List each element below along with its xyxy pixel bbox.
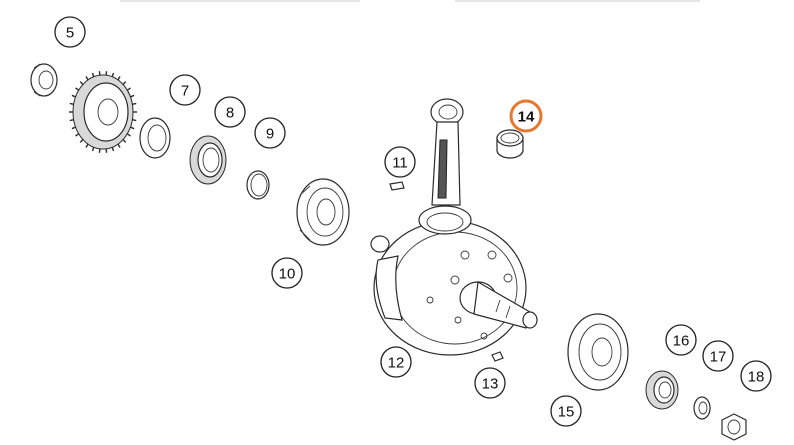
callout-label: 16 xyxy=(673,333,690,350)
callout-ring xyxy=(380,346,412,378)
callout-14[interactable]: 14 xyxy=(509,99,543,133)
part-13-key[interactable] xyxy=(491,351,504,362)
callout-ring xyxy=(509,99,543,133)
callout-13[interactable]: 13 xyxy=(474,367,506,399)
callout-label: 15 xyxy=(558,404,575,421)
callout-18[interactable]: 18 xyxy=(740,360,772,392)
callout-17[interactable]: 17 xyxy=(702,340,734,372)
callout-label: 8 xyxy=(226,105,234,122)
callout-ring xyxy=(254,117,286,149)
callout-15[interactable]: 15 xyxy=(550,395,582,427)
part-17-washer[interactable] xyxy=(693,396,711,420)
callout-label: 12 xyxy=(388,355,405,372)
callout-9[interactable]: 9 xyxy=(254,117,286,149)
part-14-bushing[interactable] xyxy=(496,129,524,159)
callout-ring xyxy=(702,340,734,372)
part-8-seal[interactable] xyxy=(189,135,227,185)
callout-label: 18 xyxy=(748,369,765,386)
callout-5[interactable]: 5 xyxy=(54,16,86,48)
part-7-ring[interactable] xyxy=(139,117,171,159)
callout-10[interactable]: 10 xyxy=(271,257,303,289)
part-12-crankshaft[interactable] xyxy=(370,220,538,356)
callout-label: 14 xyxy=(518,109,535,126)
part-11-key[interactable] xyxy=(389,181,405,191)
callout-ring xyxy=(550,395,582,427)
callout-ring xyxy=(665,324,697,356)
part-15-bearing[interactable] xyxy=(567,313,629,391)
callout-ring xyxy=(54,16,86,48)
part-18-nut[interactable] xyxy=(721,413,747,441)
callout-label: 10 xyxy=(279,266,296,283)
part-16-seal[interactable] xyxy=(645,370,679,410)
callout-16[interactable]: 16 xyxy=(665,324,697,356)
callout-ring xyxy=(214,96,246,128)
callout-ring xyxy=(169,74,201,106)
part-9-oring[interactable] xyxy=(246,170,270,200)
part-10-bearing[interactable] xyxy=(296,178,350,246)
part-connecting-rod[interactable] xyxy=(418,98,472,235)
callout-ring xyxy=(271,257,303,289)
callout-layer: 5 7 8 9 10 11 12 13 14 15 16 17 18 xyxy=(54,16,772,427)
part-gear[interactable] xyxy=(69,71,137,153)
callout-ring xyxy=(474,367,506,399)
callout-label: 11 xyxy=(392,155,408,172)
callout-label: 13 xyxy=(482,376,499,393)
callout-label: 9 xyxy=(266,126,274,143)
callout-label: 17 xyxy=(710,349,727,366)
part-5-bushing[interactable] xyxy=(30,63,58,97)
callout-label: 5 xyxy=(66,25,74,42)
callout-11[interactable]: 11 xyxy=(384,146,416,178)
callout-ring xyxy=(740,360,772,392)
callout-7[interactable]: 7 xyxy=(169,74,201,106)
callout-12[interactable]: 12 xyxy=(380,346,412,378)
callout-label: 7 xyxy=(181,83,189,100)
callout-ring xyxy=(384,146,416,178)
callout-8[interactable]: 8 xyxy=(214,96,246,128)
